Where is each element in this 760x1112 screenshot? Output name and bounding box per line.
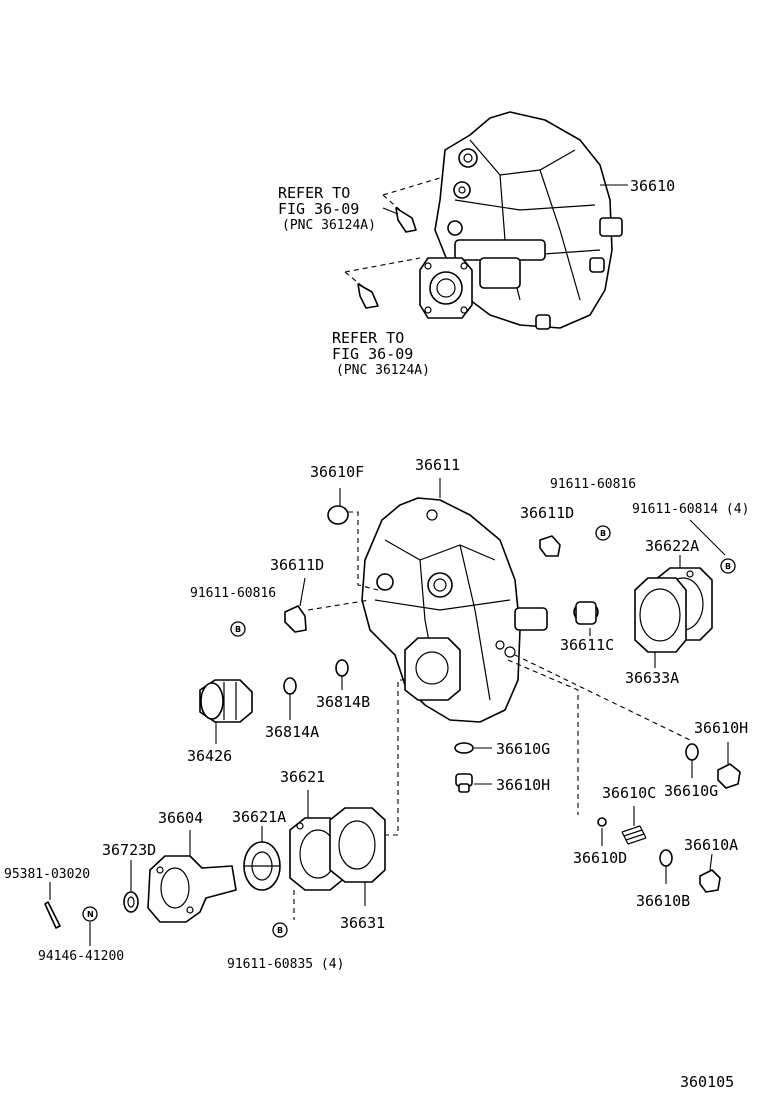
label-36814B: 36814B: [316, 693, 370, 711]
plug-36611C: [573, 601, 599, 625]
label-36610B: 36610B: [636, 892, 690, 910]
bolt-badge-91611-60835: [272, 922, 288, 938]
bolt-badge-91611-60814: [720, 558, 736, 574]
label-36723D: 36723D: [102, 841, 156, 859]
plate-36611D-right: [539, 535, 561, 557]
ref-bottom-line1: REFER TO: [332, 329, 404, 347]
label-36610: 36610: [630, 177, 675, 195]
label-36426: 36426: [187, 747, 232, 765]
plate-36611D-left: [284, 605, 307, 633]
label-36610G-right: 36610G: [664, 782, 718, 800]
bolt-badge-text: B: [235, 625, 241, 634]
transfer-assembly-36610: [357, 111, 623, 330]
gasket-36633A: [634, 577, 687, 653]
label-36610H-mid: 36610H: [496, 776, 550, 794]
label-95381-03020: 95381-03020: [4, 867, 90, 882]
label-91611-60814: 91611-60814 (4): [632, 502, 749, 517]
svg-text:B: B: [277, 926, 283, 935]
washer-36814A: [283, 677, 297, 695]
svg-text:N: N: [87, 910, 94, 919]
spring-36610C: [621, 825, 647, 845]
ball-36610D: [597, 817, 607, 827]
label-36610A: 36610A: [684, 836, 738, 854]
label-36610C: 36610C: [602, 784, 656, 802]
label-94146-41200: 94146-41200: [38, 949, 124, 964]
bolt-badge-91611-60816-left: [230, 621, 246, 637]
label-36622A: 36622A: [645, 537, 699, 555]
svg-text:B: B: [725, 562, 731, 571]
washer-36610B: [659, 849, 673, 867]
plug-36610H-mid: [455, 773, 473, 793]
nut-badge-94146-41200: [82, 906, 98, 922]
label-36610H-right: 36610H: [694, 719, 748, 737]
label-36610D: 36610D: [573, 849, 627, 867]
label-36633A: 36633A: [625, 669, 679, 687]
gasket-36631: [329, 807, 386, 883]
label-36611D-left: 36611D: [270, 556, 324, 574]
washer-36610G-right: [685, 743, 699, 761]
label-36611: 36611: [415, 456, 460, 474]
label-36621: 36621: [280, 768, 325, 786]
boot-36426: [199, 679, 253, 723]
plug-36610H-right: [717, 763, 741, 789]
label-36610G-mid: 36610G: [496, 740, 550, 758]
ref-top-line1: REFER TO: [278, 184, 350, 202]
label-91611-60835: 91611-60835 (4): [227, 957, 344, 972]
bolt-badge-91611-60816-top: [595, 525, 611, 541]
label-36631: 36631: [340, 914, 385, 932]
label-36604: 36604: [158, 809, 203, 827]
figure-number: 360105: [680, 1073, 734, 1091]
washer-36814B: [335, 659, 349, 677]
plug-36610F: [327, 505, 349, 525]
ref-top-line3: (PNC 36124A): [282, 218, 376, 233]
washer-36610G-mid: [454, 742, 474, 754]
label-36611C: 36611C: [560, 636, 614, 654]
ref-bottom-line3: (PNC 36124A): [336, 363, 430, 378]
label-91611-60816-top: 91611-60816: [550, 477, 636, 492]
ref-top-line2: FIG 36-09: [278, 200, 359, 218]
oil-seal-36621A: [243, 841, 281, 891]
extension-housing-36604: [147, 855, 237, 923]
ref-bottom-line2: FIG 36-09: [332, 345, 413, 363]
label-36611D-right: 36611D: [520, 504, 574, 522]
label-36621A: 36621A: [232, 808, 286, 826]
label-36814A: 36814A: [265, 723, 319, 741]
transfer-case-36611: [361, 497, 548, 723]
plug-36610A: [699, 869, 721, 893]
pin-95381-03020: [44, 901, 61, 929]
svg-text:B: B: [600, 529, 606, 538]
label-91611-60816-left: 91611-60816: [190, 586, 276, 601]
label-36610F: 36610F: [310, 463, 364, 481]
seal-36723D: [123, 891, 139, 913]
